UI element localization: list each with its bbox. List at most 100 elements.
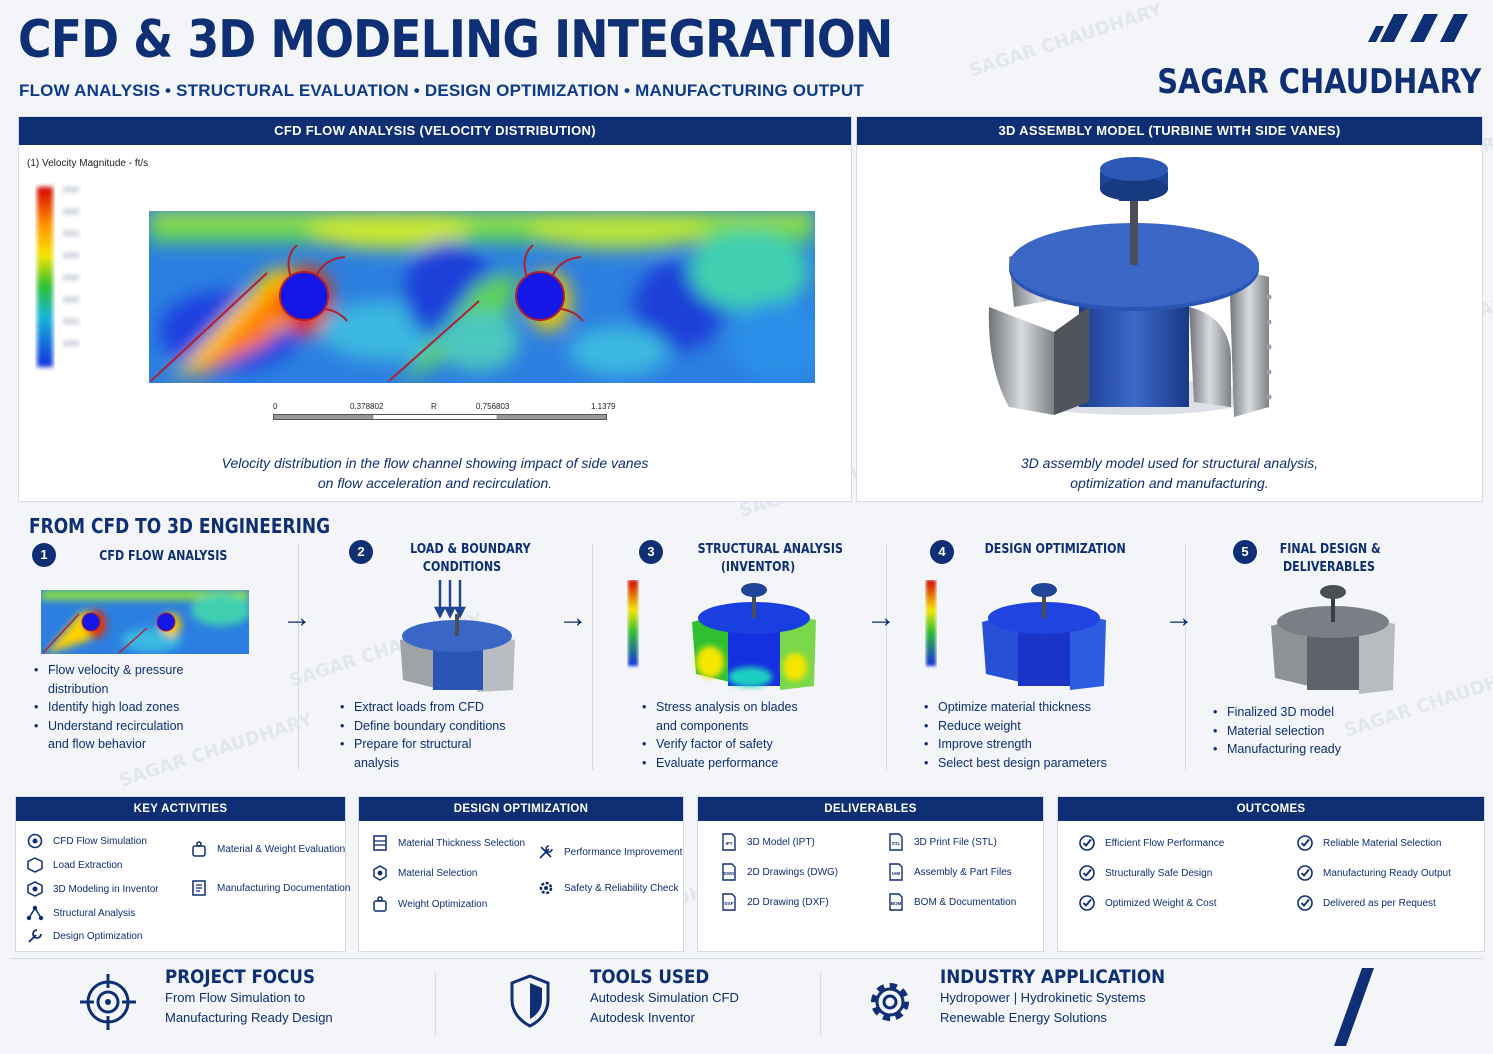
velocity-contour-plot	[149, 211, 815, 383]
deliverable-item: IPT 3D Model (IPT)	[720, 833, 815, 851]
outcome-item: Structurally Safe Design	[1078, 864, 1212, 882]
assembly-caption-line: 3D assembly model used for structural an…	[1020, 455, 1319, 471]
brand-slash-icon	[1334, 968, 1374, 1046]
deliverable-item: IAM Assembly & Part Files	[887, 863, 1012, 881]
check-circle-icon	[1297, 865, 1313, 881]
arrow-right-icon: →	[558, 601, 588, 634]
step-bullet: Extract loads from CFD	[340, 698, 520, 717]
page-subtitle: FLOW ANALYSIS • STRUCTURAL EVALUATION • …	[19, 81, 864, 100]
wrench-icon	[28, 929, 42, 943]
svg-text:DXF: DXF	[725, 901, 734, 906]
activity-item: CFD Flow Simulation	[26, 832, 147, 850]
step-bullet: Prepare for structural analysis	[340, 735, 520, 772]
footer-divider	[10, 958, 1483, 959]
outcome-item: Reliable Material Selection	[1296, 834, 1441, 852]
step-number: 5	[1233, 540, 1257, 564]
activity-item: Load Extraction	[26, 856, 123, 874]
cfd-caption-line: Velocity distribution in the flow channe…	[221, 455, 649, 471]
project-focus: PROJECT FOCUS From Flow Simulation to Ma…	[165, 966, 335, 1046]
optimization-thumbnail	[982, 583, 1106, 690]
outcomes-box: OUTCOMES Efficient Flow Performance Stru…	[1057, 796, 1485, 952]
key-activities-heading: KEY ACTIVITIES	[16, 797, 345, 821]
optimization-item: Material Thickness Selection	[371, 834, 525, 852]
svg-text:DWG: DWG	[724, 871, 735, 876]
svg-text:IAM: IAM	[892, 871, 901, 876]
project-focus-line: From Flow Simulation to	[165, 990, 306, 1005]
step-bullet: Finalized 3D model	[1213, 703, 1383, 722]
activity-item: 3D Modeling in Inventor	[26, 880, 159, 898]
deliverables-heading: DELIVERABLES	[698, 797, 1043, 821]
step-bullets: Flow velocity & pressure distribution Id…	[34, 661, 204, 754]
deliverables-box: DELIVERABLES IPT 3D Model (IPT) DWG 2D D…	[697, 796, 1044, 952]
cfd-caption-line: on flow acceleration and recirculation.	[317, 475, 553, 491]
assembly-file-icon: IAM	[889, 863, 903, 881]
dxf-file-icon: DXF	[722, 893, 736, 911]
step-bullet: Flow velocity & pressure distribution	[34, 661, 204, 698]
industry-application-line: Renewable Energy Solutions	[940, 1010, 1107, 1025]
step-bullet: Evaluate performance	[642, 754, 812, 773]
stress-legend	[628, 580, 638, 666]
final-design-thumbnail	[1271, 585, 1395, 694]
flow-gear-icon	[27, 833, 43, 849]
svg-text:BOM: BOM	[891, 901, 902, 906]
step-bullet: Understand recirculation and flow behavi…	[34, 717, 204, 754]
step-bullet: Improve strength	[924, 735, 1124, 754]
assembly-model-panel: 3D ASSEMBLY MODEL (TURBINE WITH SIDE VAN…	[856, 116, 1483, 502]
outcomes-heading: OUTCOMES	[1058, 797, 1484, 821]
step-bullet: Material selection	[1213, 722, 1383, 741]
weight-icon	[192, 841, 206, 857]
check-circle-icon	[1297, 835, 1313, 851]
step-bullet: Stress analysis on blades and components	[642, 698, 812, 735]
brand-name: SAGAR CHAUDHARY	[1156, 62, 1481, 102]
cfd-thumbnail	[41, 590, 249, 654]
velocity-color-legend	[37, 187, 79, 367]
scale-tick-3: 0.756803	[476, 402, 510, 411]
step-number: 3	[639, 540, 663, 564]
bom-file-icon: BOM	[889, 893, 903, 911]
step-divider	[592, 544, 593, 770]
check-circle-icon	[1079, 895, 1095, 911]
deliverable-item: DWG 2D Drawings (DWG)	[720, 863, 838, 881]
pipeline-title: FROM CFD TO 3D ENGINEERING	[29, 514, 331, 538]
gear-icon	[871, 983, 909, 1021]
optimization-item: Weight Optimization	[371, 895, 487, 913]
velocity-legend-label: (1) Velocity Magnitude - ft/s	[27, 158, 149, 169]
step-bullets: Extract loads from CFD Define boundary c…	[340, 698, 520, 772]
step-divider	[886, 544, 887, 770]
cfd-panel-heading: CFD FLOW ANALYSIS (VELOCITY DISTRIBUTION…	[19, 117, 851, 145]
weight-icon	[373, 896, 387, 912]
watermark: SAGAR CHAUDHARY	[966, 0, 1166, 82]
footer-separator	[820, 972, 821, 1036]
cfd-caption: Velocity distribution in the flow channe…	[19, 453, 851, 493]
step-bullet: Select best design parameters	[924, 754, 1124, 773]
structure-icon	[26, 905, 44, 921]
ipt-file-icon: IPT	[722, 833, 736, 851]
outcome-item: Manufacturing Ready Output	[1296, 864, 1451, 882]
step-divider	[1185, 544, 1186, 770]
shield-icon	[510, 974, 550, 1028]
step-divider	[298, 544, 299, 770]
optimization-legend	[926, 580, 936, 666]
stress-analysis-thumbnail	[692, 583, 816, 690]
tools-used-line: Autodesk Inventor	[590, 1010, 695, 1025]
tools-icon	[539, 845, 553, 859]
cube-gear-icon	[27, 881, 43, 897]
step-bullet: Reduce weight	[924, 717, 1124, 736]
check-circle-icon	[1297, 895, 1313, 911]
scale-tick-2: R	[431, 402, 437, 411]
layers-icon	[373, 835, 387, 851]
scale-tick-0: 0	[273, 402, 278, 411]
outcome-item: Optimized Weight & Cost	[1078, 894, 1217, 912]
document-icon	[192, 880, 206, 896]
design-optimization-box: DESIGN OPTIMIZATION Material Thickness S…	[358, 796, 684, 952]
assembly-caption: 3D assembly model used for structural an…	[857, 453, 1482, 493]
step-bullets: Stress analysis on blades and components…	[642, 698, 812, 772]
step-number: 4	[930, 540, 954, 564]
step-bullet: Identify high load zones	[34, 698, 204, 717]
turbine-assembly-illustration	[988, 157, 1272, 417]
stl-file-icon: STL	[889, 833, 903, 851]
arrow-right-icon: →	[866, 601, 896, 634]
industry-application-title: INDUSTRY APPLICATION	[940, 966, 1166, 988]
step-bullet: Optimize material thickness	[924, 698, 1124, 717]
